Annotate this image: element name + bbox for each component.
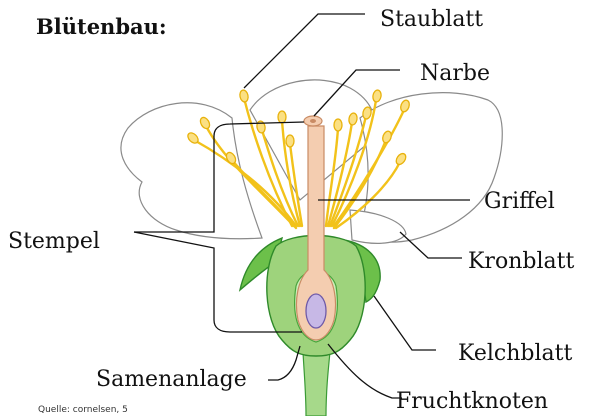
label-kronblatt: Kronblatt (468, 249, 574, 274)
ovule (306, 294, 326, 328)
leader-kelchblatt (374, 296, 436, 350)
source-credit: Quelle: cornelsen, 5 (38, 405, 128, 415)
leader-staublatt (244, 14, 365, 88)
label-kelchblatt: Kelchblatt (458, 341, 572, 366)
label-fruchtknoten: Fruchtknoten (396, 389, 548, 414)
label-samenanlage: Samenanlage (96, 367, 247, 392)
anther (334, 119, 342, 131)
anther (239, 89, 249, 102)
anther (372, 89, 382, 102)
label-staublatt: Staublatt (380, 7, 483, 32)
stigma-center (310, 119, 316, 123)
anther (286, 135, 294, 147)
diagram-title: Blütenbau: (36, 14, 167, 39)
label-griffel: Griffel (484, 189, 555, 214)
leader-fruchtknoten (328, 344, 402, 398)
anther (278, 111, 286, 123)
stem (303, 352, 330, 416)
label-stempel: Stempel (8, 229, 100, 254)
label-narbe: Narbe (420, 61, 490, 86)
